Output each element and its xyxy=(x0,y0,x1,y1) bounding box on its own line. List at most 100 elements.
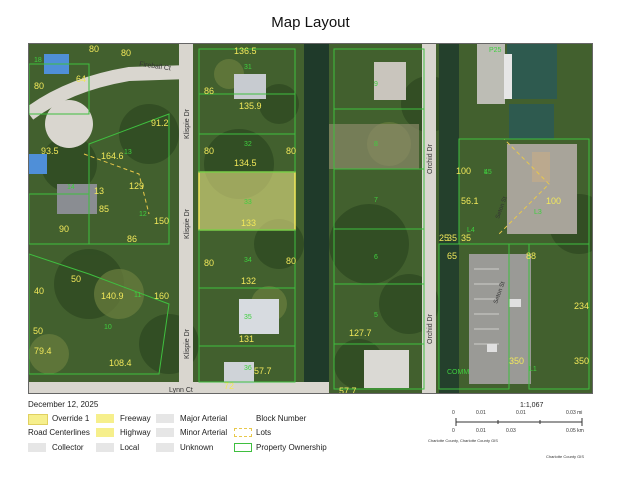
mi-tick-1: 0.01 xyxy=(476,410,486,416)
major-arterial-swatch xyxy=(156,414,174,423)
dimension-label: 100 xyxy=(456,166,471,176)
override-swatch xyxy=(28,414,48,425)
dimension-label: 164.6 xyxy=(101,151,124,161)
dimension-label: 79.4 xyxy=(34,346,52,356)
lot-number-l1: L1 xyxy=(529,366,537,373)
dimension-label: 135.9 xyxy=(239,101,262,111)
lot-number-14: 14 xyxy=(67,184,75,191)
lot-number-7: 7 xyxy=(374,197,378,204)
dimension-label: 136.5 xyxy=(234,46,257,56)
dimension-label: 100 xyxy=(546,196,561,206)
lot-number-comm: COMM xyxy=(447,369,469,376)
dimension-label: 160 xyxy=(154,291,169,301)
dimension-label: 90 xyxy=(59,224,69,234)
lot-number-6: 6 xyxy=(374,254,378,261)
dimension-label: 35 xyxy=(461,233,471,243)
lot-number-33: 33 xyxy=(244,199,252,206)
dimension-label: 35 xyxy=(447,233,457,243)
scale-bar xyxy=(455,418,583,426)
map-title: Map Layout xyxy=(271,14,350,31)
dimension-label: 133 xyxy=(241,218,256,228)
dimension-label: 127.7 xyxy=(349,328,372,338)
legend-highway: Highway xyxy=(120,428,151,437)
legend-block-number: Block Number xyxy=(256,414,307,423)
unknown-swatch xyxy=(156,443,174,452)
legend-minor-arterial: Minor Arterial xyxy=(180,428,228,437)
km-tick-1: 0.01 xyxy=(476,428,486,434)
lot-number-18: 18 xyxy=(34,57,42,64)
dimension-label: 80 xyxy=(89,44,99,54)
dimension-label: 13 xyxy=(94,186,104,196)
lot-number-11: 11 xyxy=(134,292,141,299)
dimension-label: 88 xyxy=(526,251,536,261)
legend-freeway: Freeway xyxy=(120,414,151,423)
minor-arterial-swatch xyxy=(156,428,174,437)
lot-number-12: 12 xyxy=(139,211,147,218)
lot-number-13: 13 xyxy=(124,149,132,156)
collector-swatch xyxy=(28,443,46,452)
dimension-label: 80 xyxy=(121,48,131,58)
legend-unknown: Unknown xyxy=(180,443,214,452)
dimension-label: 80 xyxy=(204,258,214,268)
km-tick-2: 0.03 xyxy=(506,428,516,434)
dimension-label: 93.5 xyxy=(41,146,59,156)
street-label-klispie-bottom: Klispie Dr xyxy=(184,328,191,359)
street-label-orchid-top: Orchid Dr xyxy=(427,143,434,174)
dimension-label: 134.5 xyxy=(234,158,257,168)
street-label-fireball: Fireball Ct xyxy=(139,61,172,72)
dimension-label: 57.7 xyxy=(339,386,357,394)
dimension-label: 50 xyxy=(33,326,43,336)
street-label-lynn: Lynn Ct xyxy=(169,387,193,394)
dimension-label: 72 xyxy=(224,381,234,391)
dimension-label: 80 xyxy=(286,256,296,266)
legend-road-centerlines: Road Centerlines xyxy=(28,428,90,437)
dimension-label: 86 xyxy=(204,86,214,96)
property-ownership-swatch xyxy=(234,443,252,452)
street-label-klispie-top: Klispie Dr xyxy=(184,108,191,139)
lot-number-l4: L4 xyxy=(467,227,475,234)
legend-lots: Lots xyxy=(256,428,272,437)
mi-tick-0: 0 xyxy=(452,410,455,416)
dimension-label: 350 xyxy=(574,356,589,366)
map-date: December 12, 2025 xyxy=(28,400,99,409)
dimension-label: 132 xyxy=(241,276,256,286)
dimension-label: 40 xyxy=(34,286,44,296)
dimension-label: 108.4 xyxy=(109,358,132,368)
dimension-label: 56.1 xyxy=(461,196,479,206)
mi-tick-2: 0.01 xyxy=(516,410,526,416)
dimension-label: 91.2 xyxy=(151,118,169,128)
km-tick-3: 0.05 km xyxy=(566,428,584,434)
dimension-label: 50 xyxy=(71,274,81,284)
dimension-label: 86 xyxy=(127,234,137,244)
dimension-label: 25 xyxy=(439,233,449,243)
map-view[interactable]: Fireball Ct Klispie Dr Klispie Dr Klispi… xyxy=(28,43,593,394)
highway-swatch xyxy=(96,428,114,437)
lot-number-5: 5 xyxy=(374,312,378,319)
legend-override: Override 1 xyxy=(52,414,90,423)
dimension-label: 85 xyxy=(99,204,109,214)
lot-number-36: 36 xyxy=(244,365,252,372)
lot-number-10: 10 xyxy=(104,324,112,331)
dimension-label: 57.7 xyxy=(254,366,272,376)
dimension-label: 80 xyxy=(204,146,214,156)
dimension-label: 140.9 xyxy=(101,291,124,301)
lot-number-l5: L5 xyxy=(484,169,492,176)
legend-property-ownership: Property Ownership xyxy=(256,443,327,452)
dimension-label: 350 xyxy=(509,356,524,366)
lot-number-8: 8 xyxy=(374,141,378,148)
lot-number-l3: L3 xyxy=(534,209,542,216)
lot-number-34: 34 xyxy=(244,257,252,264)
dimension-label: 129 xyxy=(129,181,144,191)
lot-number-p25: P25 xyxy=(489,47,502,54)
lot-number-4: 4 xyxy=(484,169,488,176)
lot-number-31: 31 xyxy=(244,64,252,71)
legend-collector: Collector xyxy=(52,443,84,452)
street-label-klispie-mid: Klispie Dr xyxy=(184,208,191,239)
dimension-label: 131 xyxy=(239,334,254,344)
dimension-label: 234 xyxy=(574,301,589,311)
map-canvas[interactable]: Fireball Ct Klispie Dr Klispie Dr Klispi… xyxy=(29,44,593,394)
gis-credit: Charlotte County GIS xyxy=(546,454,585,459)
local-swatch xyxy=(96,443,114,452)
lot-number-9: 9 xyxy=(374,81,378,88)
legend-local: Local xyxy=(120,443,140,452)
